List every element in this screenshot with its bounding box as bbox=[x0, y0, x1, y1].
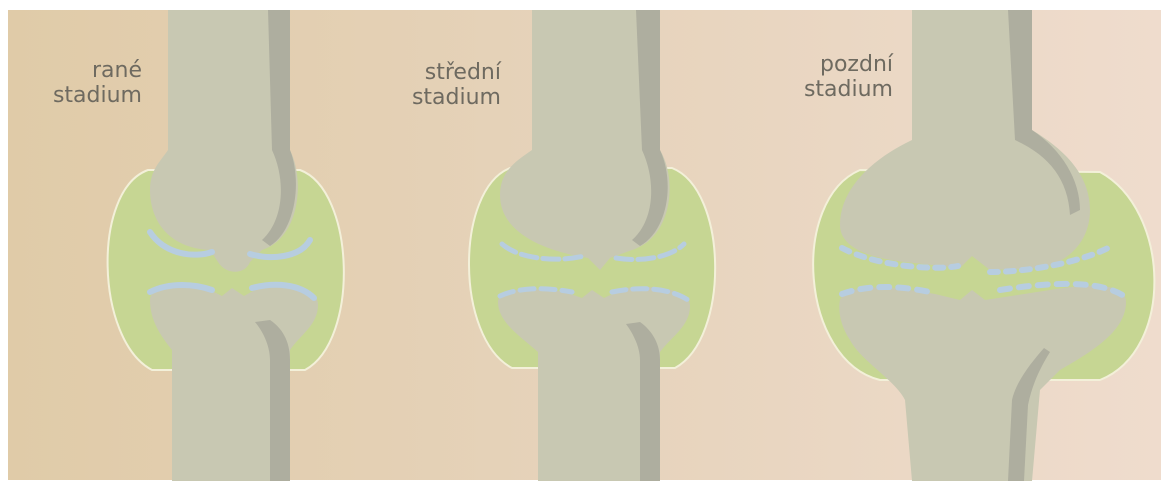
stage-label-line2: stadium bbox=[53, 83, 142, 108]
stage-label-line2: stadium bbox=[804, 77, 893, 102]
stage-label-early: rané stadium bbox=[53, 58, 142, 108]
stage-label-middle: střední stadium bbox=[412, 60, 501, 110]
stage-label-late: pozdní stadium bbox=[804, 52, 893, 102]
stage-label-line2: stadium bbox=[412, 85, 501, 110]
stage-label-line1: střední bbox=[412, 60, 501, 85]
stage-label-line1: rané bbox=[53, 58, 142, 83]
stage-label-line1: pozdní bbox=[804, 52, 893, 77]
